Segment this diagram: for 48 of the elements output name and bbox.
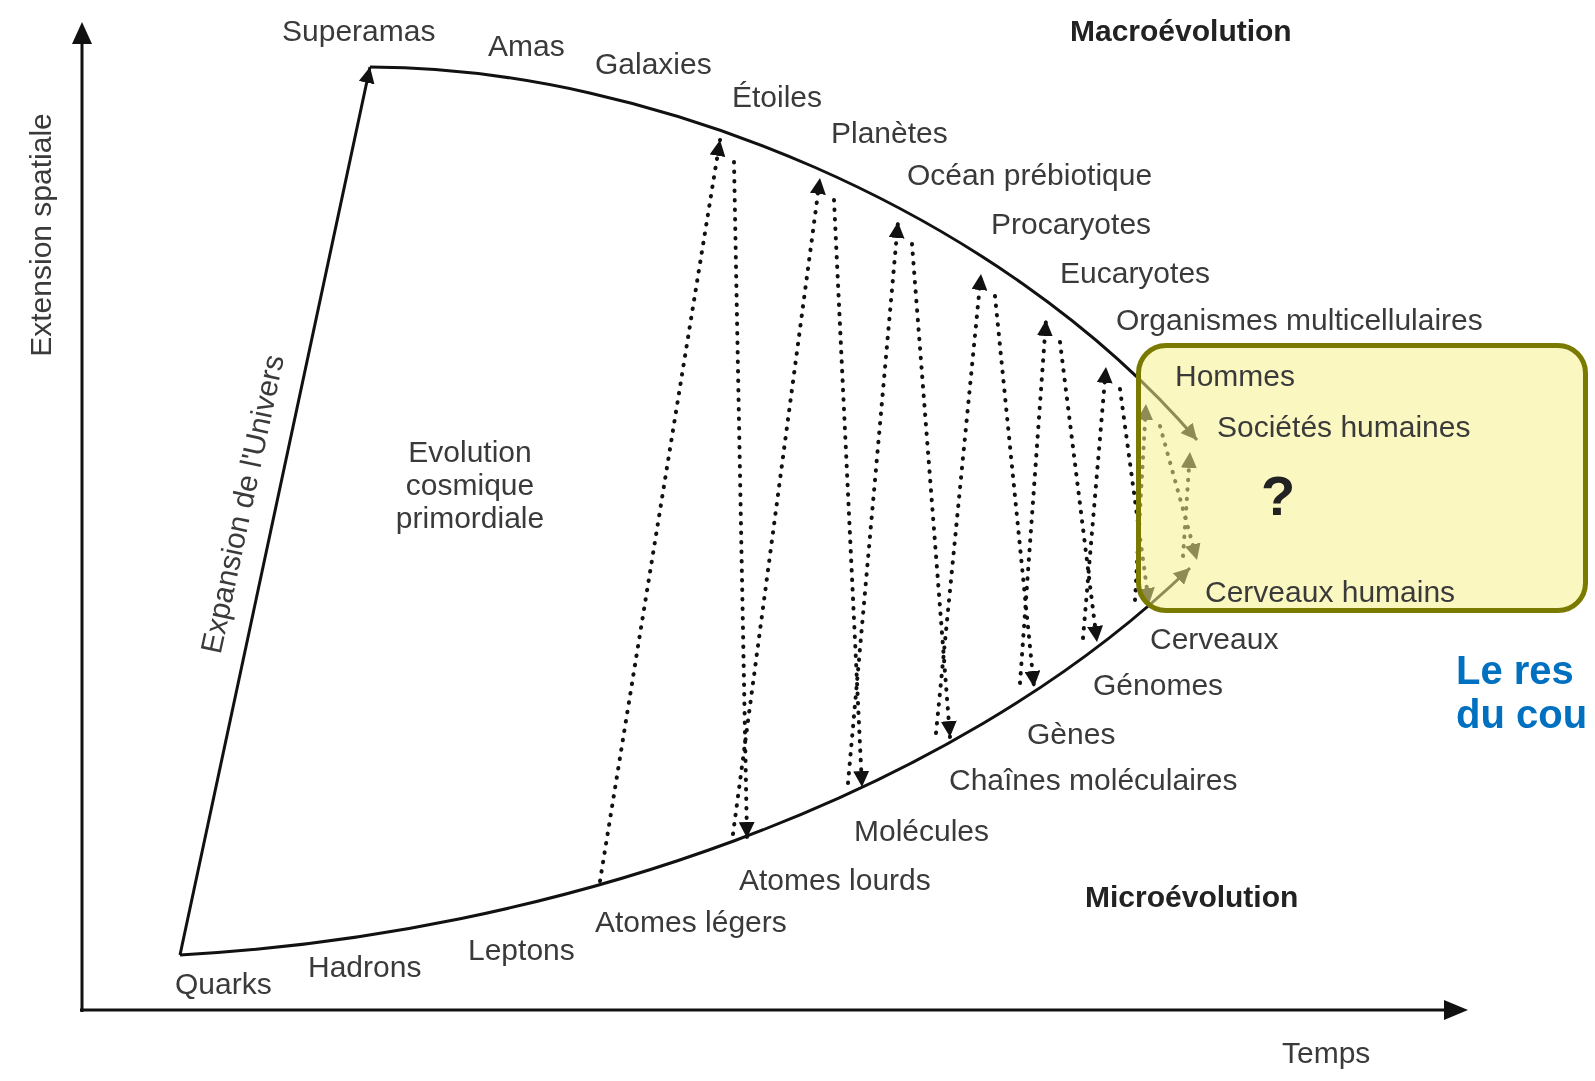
dotted-arrow: [910, 242, 957, 739]
stage-label: Planètes: [831, 116, 948, 149]
stage-label: Chaînes moléculaires: [949, 763, 1238, 796]
dotted-arrow: [731, 176, 826, 836]
stage-label: Molécules: [854, 814, 990, 847]
stage-label: Organismes multicellulaires: [1116, 303, 1483, 336]
stage-label: Étoiles: [732, 80, 823, 113]
stage-label: Leptons: [468, 933, 575, 966]
region-label: Evolution cosmique primordiale: [394, 435, 546, 534]
axis-title: Temps: [1282, 1036, 1371, 1069]
stage-label: Quarks: [175, 967, 272, 1000]
dotted-arrow: [1158, 424, 1201, 562]
dotted-arrow: [1180, 450, 1197, 558]
stage-label: Atomes légers: [595, 905, 787, 938]
highlight-box: [1136, 343, 1588, 613]
stage-label: Sociétés humaines: [1217, 410, 1471, 443]
stage-label: Cerveaux humains: [1205, 575, 1456, 608]
section-heading: Microévolution: [1085, 880, 1299, 913]
stage-label: Océan prébiotique: [907, 158, 1153, 191]
dotted-arrow: [832, 198, 870, 789]
curved-arrow: [179, 566, 1191, 957]
stage-label: Génomes: [1093, 668, 1224, 701]
stage-label: Gènes: [1027, 717, 1116, 750]
note-text: Le res du cou: [1456, 648, 1589, 736]
dotted-arrow: [1133, 402, 1154, 602]
stage-label: Atomes lourds: [739, 863, 931, 896]
dotted-arrow: [598, 138, 726, 883]
stage-label: Eucaryotes: [1060, 256, 1211, 289]
stage-label: Cerveaux: [1150, 622, 1279, 655]
stage-label: Superamas: [282, 14, 436, 47]
dotted-arrow: [1018, 318, 1053, 685]
stage-label: Procaryotes: [991, 207, 1152, 240]
stage-label: Hommes: [1175, 359, 1295, 392]
section-heading: Macroévolution: [1070, 14, 1292, 47]
dotted-arrow: [934, 272, 988, 735]
arrow: [178, 66, 375, 956]
dotted-arrow: [732, 160, 755, 840]
stage-label: Galaxies: [595, 47, 712, 80]
dotted-arrow: [1058, 340, 1103, 644]
stage-label: Amas: [488, 29, 565, 62]
edge-label: Expansion de l'Univers: [193, 351, 290, 657]
dotted-arrow: [993, 294, 1041, 689]
dotted-arrow: [1081, 365, 1113, 640]
axis-title: Extension spatiale: [23, 113, 57, 357]
stage-label: Hadrons: [308, 950, 422, 983]
curved-arrow: [369, 65, 1199, 442]
dotted-arrow: [846, 220, 905, 785]
question-mark: ?: [1261, 468, 1296, 524]
